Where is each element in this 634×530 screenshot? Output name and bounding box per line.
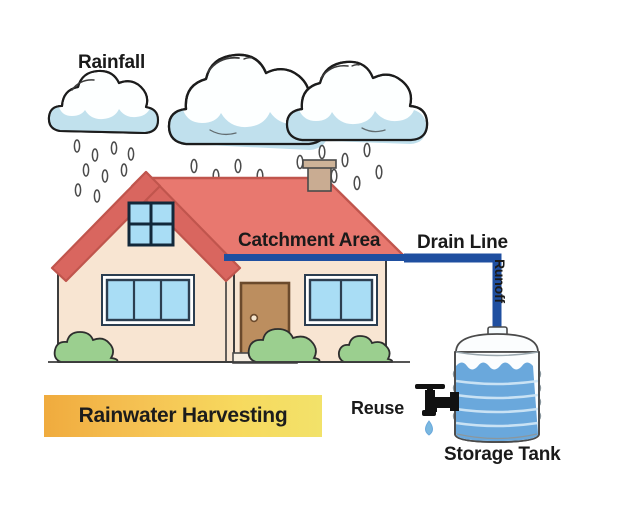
label-rainfall: Rainfall bbox=[78, 52, 146, 73]
bush-left bbox=[53, 331, 119, 363]
label-reuse: Reuse bbox=[351, 398, 405, 418]
attic-window bbox=[127, 201, 175, 247]
label-storage-tank: Storage Tank bbox=[444, 444, 561, 465]
label-catchment-area: Catchment Area bbox=[238, 230, 381, 251]
gutter-band bbox=[224, 254, 406, 261]
window-right bbox=[304, 274, 378, 326]
water-drop-icon bbox=[425, 420, 433, 436]
catchment-roof bbox=[50, 170, 406, 283]
label-drain-line: Drain Line bbox=[417, 232, 508, 253]
window-left bbox=[101, 274, 195, 326]
title-banner-text: Rainwater Harvesting bbox=[78, 404, 288, 427]
drain-line-pipe bbox=[404, 253, 502, 330]
chimney-icon bbox=[302, 159, 337, 192]
bush-right bbox=[337, 335, 394, 363]
storage-tank-icon bbox=[452, 326, 542, 443]
cloud-right-icon bbox=[285, 60, 429, 144]
faucet-icon bbox=[415, 384, 459, 416]
title-banner: Rainwater Harvesting bbox=[44, 395, 322, 437]
bushes-group bbox=[48, 328, 410, 363]
label-runoff: Runoff bbox=[492, 259, 508, 303]
bush-center bbox=[247, 328, 321, 363]
cloud-left-icon bbox=[47, 69, 160, 135]
